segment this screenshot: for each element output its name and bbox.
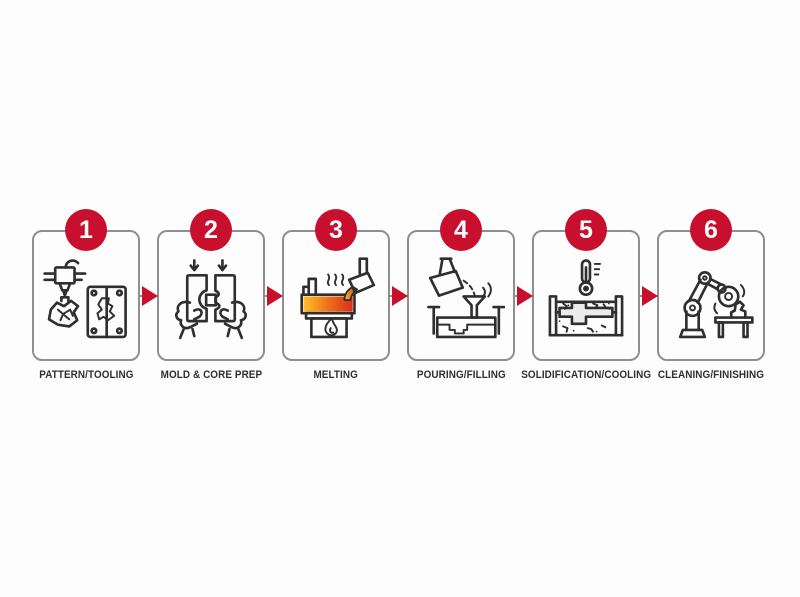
step-number-badge: 5 (565, 209, 607, 251)
casting-process-flow-diagram: 1 PATT (32, 209, 765, 382)
melting-furnace-icon (300, 256, 376, 338)
step-number: 6 (704, 215, 718, 244)
pouring-filling-icon (427, 256, 505, 338)
step-icon-box (532, 230, 640, 361)
step-number-badge: 4 (440, 209, 482, 251)
step-icon-box (407, 230, 515, 361)
step-label: CLEANING/FINISHING (657, 369, 765, 381)
solidification-cooling-icon (548, 258, 624, 337)
step-number: 1 (79, 215, 93, 244)
step-card-3: 3 (282, 209, 390, 381)
step-number-badge: 3 (315, 209, 357, 251)
step-card-5: 5 (521, 209, 651, 381)
step-icon-box (32, 230, 140, 361)
step-card-4: 4 POURING/FILLING (407, 209, 515, 381)
step-card-2: 2 MOLD & CORE PREP (157, 209, 265, 381)
step-number: 5 (579, 215, 593, 244)
step-number: 4 (454, 215, 468, 244)
step-label: MOLD & CORE PREP (160, 369, 262, 381)
step-card-6: 6 (657, 209, 765, 381)
step-number: 3 (329, 215, 343, 244)
step-icon-box (657, 230, 765, 361)
arrow-right-icon (392, 286, 408, 306)
arrow-right-icon (642, 286, 658, 306)
flow-connector (264, 209, 283, 382)
step-label: SOLIDIFICATION/COOLING (521, 369, 651, 381)
arrow-right-icon (142, 286, 158, 306)
step-number-badge: 2 (190, 209, 232, 251)
step-number-badge: 1 (65, 209, 107, 251)
flow-connector (389, 209, 408, 382)
step-label: PATTERN/TOOLING (38, 369, 134, 381)
arrow-right-icon (267, 286, 283, 306)
mold-core-prep-icon (175, 258, 247, 339)
flow-connector (639, 209, 658, 382)
step-label: MELTING (313, 369, 359, 381)
step-card-1: 1 PATT (32, 209, 140, 381)
step-number: 2 (204, 215, 218, 244)
step-label: POURING/FILLING (416, 369, 506, 381)
cleaning-finishing-icon (678, 270, 754, 338)
step-icon-box (157, 230, 265, 361)
flow-connector (514, 209, 533, 382)
flow-connector (139, 209, 158, 382)
arrow-right-icon (517, 286, 533, 306)
pattern-tooling-icon (43, 258, 127, 338)
step-number-badge: 6 (690, 209, 732, 251)
